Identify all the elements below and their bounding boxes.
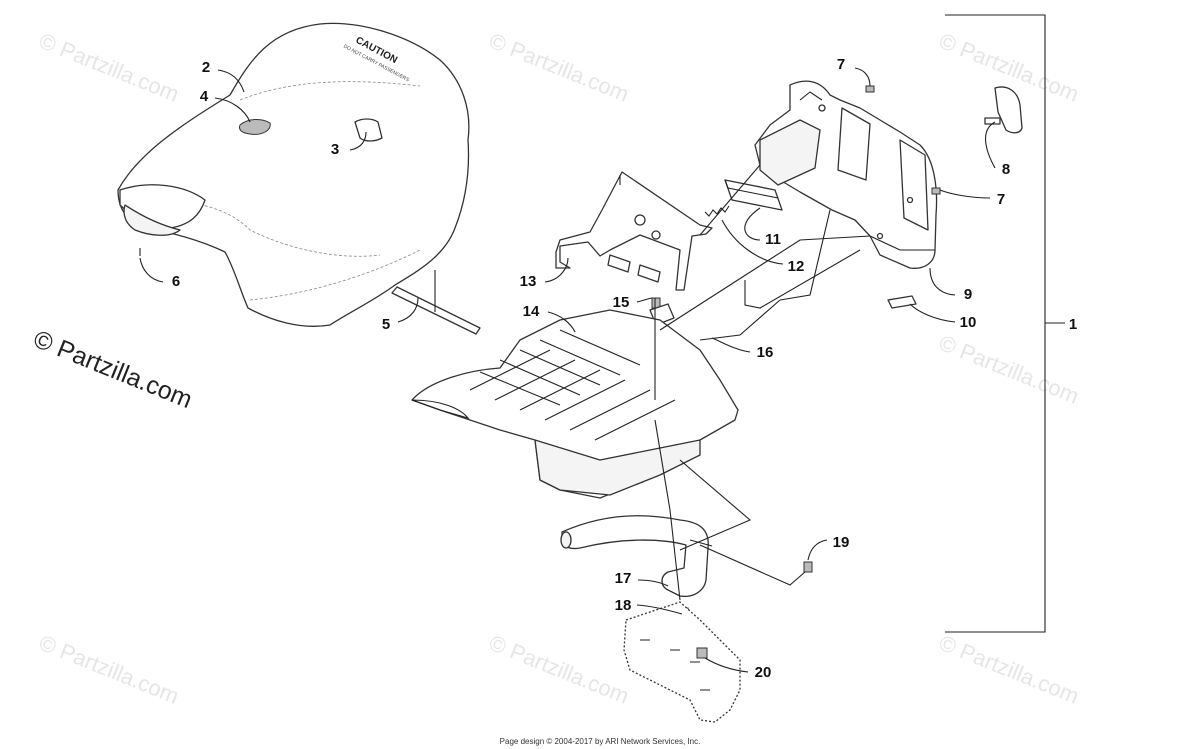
callout-11: 11 — [765, 231, 781, 248]
callout-20: 20 — [754, 664, 772, 681]
copyright-footer: Page design © 2004-2017 by ARI Network S… — [499, 737, 701, 746]
callout-12: 12 — [787, 258, 805, 275]
callout-15: 15 — [612, 294, 630, 311]
tube-bracket-part — [560, 515, 713, 598]
clip-part — [887, 295, 917, 309]
leader-lines — [139, 67, 996, 673]
callout-19: 19 — [832, 534, 850, 551]
callout-7b: 7 — [996, 191, 1006, 208]
callout-4: 4 — [199, 88, 209, 105]
rear-housing-part — [754, 80, 938, 269]
callout-18: 18 — [614, 597, 632, 614]
callout-17: 17 — [614, 570, 632, 587]
callout-5: 5 — [381, 316, 391, 333]
rod-part — [391, 270, 481, 335]
bolt-part — [651, 85, 941, 573]
callout-13: 13 — [519, 273, 537, 290]
callout-7a: 7 — [836, 56, 846, 73]
storage-rack-part — [411, 309, 739, 499]
bracket-frame-part — [555, 171, 713, 291]
assembly-lines — [654, 164, 871, 601]
handle-part — [984, 86, 1023, 134]
callout-2: 2 — [201, 59, 211, 76]
latch-plate-part — [724, 179, 783, 211]
callout-9: 9 — [963, 286, 973, 303]
base-plate-part — [623, 601, 741, 723]
callout-8: 8 — [1001, 161, 1011, 178]
seat-part: CAUTION DO NOT CARRY PASSENGERS — [117, 22, 470, 327]
spring-part — [704, 205, 730, 217]
callout-16: 16 — [756, 344, 774, 361]
callout-1: 1 — [1068, 316, 1078, 333]
callout-3: 3 — [330, 141, 340, 158]
callout-6: 6 — [171, 273, 181, 290]
callout-14: 14 — [522, 303, 540, 320]
callout-10: 10 — [959, 314, 977, 331]
